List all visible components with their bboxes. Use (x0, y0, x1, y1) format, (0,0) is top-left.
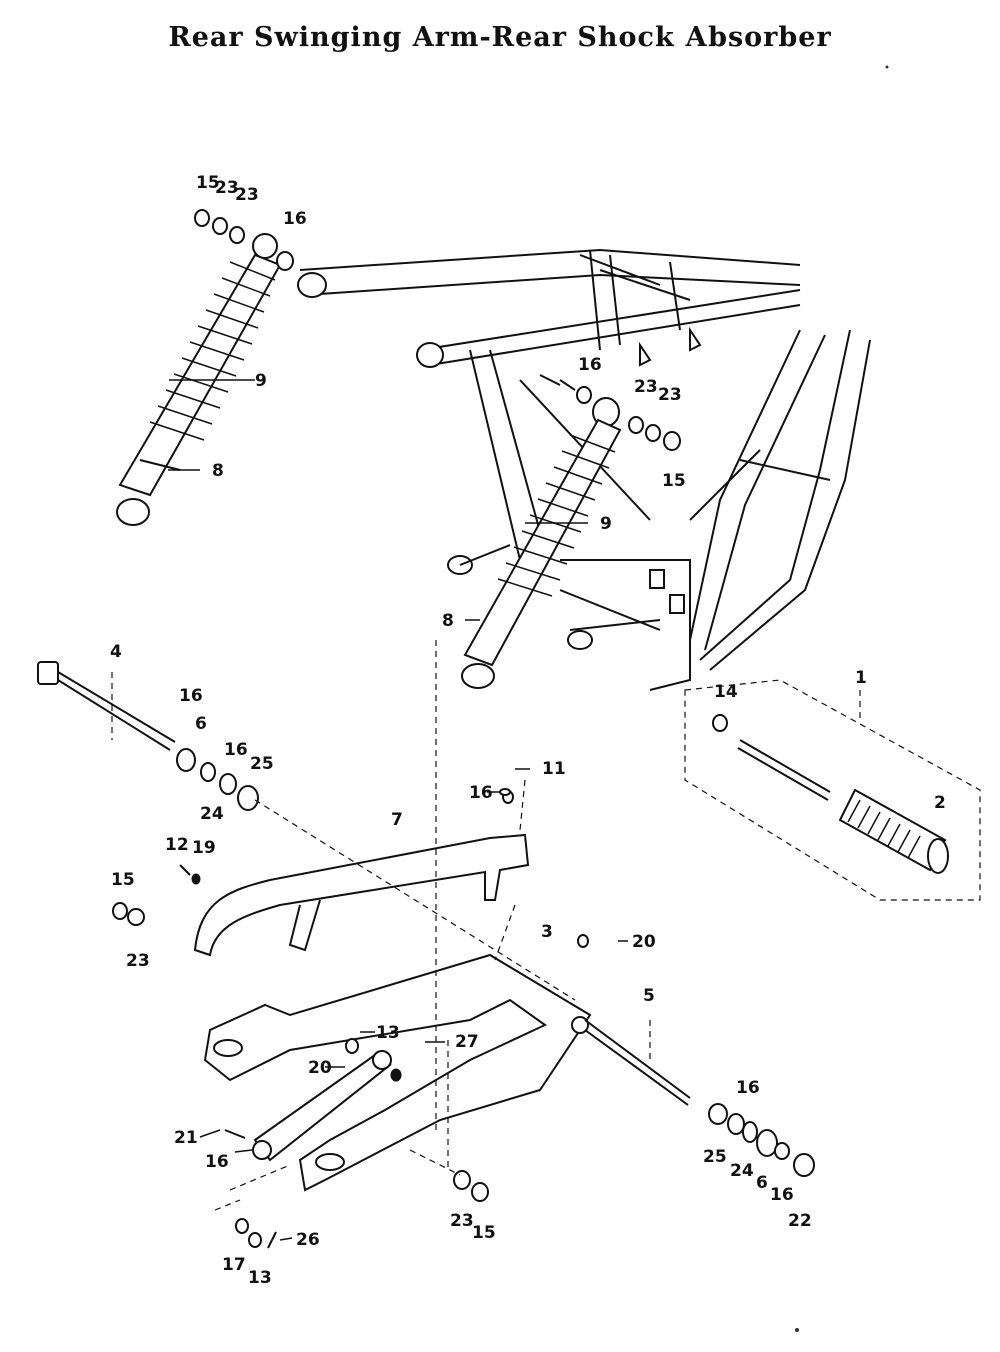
step-assembly-1-outline (684, 679, 981, 901)
callout-2: 2 (934, 793, 946, 813)
callout-11: 11 (542, 759, 566, 779)
callout-23-right-b: 23 (658, 385, 682, 405)
bushing-16-pivot-left-b (219, 773, 237, 795)
callout-25-right: 25 (703, 1147, 727, 1167)
nut-22 (793, 1153, 815, 1177)
callout-15-bottom: 15 (472, 1223, 496, 1243)
callout-16-right-a: 16 (736, 1078, 760, 1098)
callout-19: 19 (192, 838, 216, 858)
callout-12: 12 (165, 835, 189, 855)
callout-1: 1 (855, 668, 867, 688)
callout-8-right: 8 (442, 611, 454, 631)
callout-23-bottom: 23 (450, 1211, 474, 1231)
bushing-16-right (576, 386, 592, 404)
nut-13-bottom (248, 1232, 262, 1248)
frame (297, 248, 871, 691)
callout-14: 14 (714, 682, 738, 702)
washer-16-nipple (499, 788, 511, 796)
nut-20-link (345, 1038, 359, 1054)
washer-6-pivot-left (200, 762, 216, 782)
leader-lines (168, 379, 628, 1241)
screw-12 (179, 864, 191, 876)
callout-23-left: 23 (126, 951, 150, 971)
callout-9-left: 9 (255, 371, 267, 391)
callout-16-pivot-b: 16 (224, 740, 248, 760)
washer-23-bottom (453, 1170, 471, 1190)
bolt-21 (224, 1129, 246, 1139)
torque-link (252, 1050, 392, 1162)
callout-13-bottom: 13 (248, 1268, 272, 1288)
right-shock-absorber (461, 397, 622, 689)
callout-17: 17 (222, 1255, 246, 1275)
callout-16-nipple: 16 (469, 783, 493, 803)
washer-23-right-b (645, 424, 661, 442)
speck-top-right (885, 65, 889, 69)
callout-6-right: 6 (756, 1173, 768, 1193)
callout-8-left: 8 (212, 461, 224, 481)
washer-23-left (127, 908, 145, 926)
callout-16-right-b: 16 (770, 1185, 794, 1205)
callout-24-left: 24 (200, 804, 224, 824)
callout-23-right-a: 23 (634, 377, 658, 397)
swinging-arm-3 (203, 953, 592, 1192)
nut-14 (712, 714, 728, 732)
callout-9-right: 9 (600, 514, 612, 534)
callout-24-right: 24 (730, 1161, 754, 1181)
callout-15-top: 15 (196, 173, 220, 193)
alignment-lines (111, 640, 861, 1211)
callout-6-pivot: 6 (195, 714, 207, 734)
callout-20-right: 20 (632, 932, 656, 952)
callout-15-right: 15 (662, 471, 686, 491)
callout-16-pivot-a: 16 (179, 686, 203, 706)
callout-4: 4 (110, 642, 122, 662)
callout-16-top: 16 (283, 209, 307, 229)
spring-27 (390, 1068, 402, 1082)
chain-guard-7 (193, 833, 530, 957)
callout-26: 26 (296, 1230, 320, 1250)
nut-15-left (112, 902, 128, 920)
callout-16-link: 16 (205, 1152, 229, 1172)
callout-5: 5 (643, 986, 655, 1006)
bushing-16-pivot-left (176, 748, 196, 772)
pivot-shaft-5 (584, 1019, 691, 1106)
callout-22: 22 (788, 1211, 812, 1231)
pivot-bolt-4 (37, 661, 176, 751)
washer-17 (235, 1218, 249, 1234)
nut-19 (191, 873, 201, 885)
washer-24-right (742, 1121, 758, 1143)
callout-labels: 15 23 23 16 9 8 16 23 23 15 9 8 4 16 6 1… (110, 173, 946, 1288)
washer-23-top-left-b (229, 226, 245, 244)
diagram-title: Rear Swinging Arm-Rear Shock Аbsorber (168, 22, 832, 53)
nut-15-right (663, 431, 681, 451)
callout-21: 21 (174, 1128, 198, 1148)
nut-15-bottom (471, 1182, 489, 1202)
bushing-16-right-b (774, 1142, 790, 1160)
nut-15-top-left (194, 209, 210, 227)
washer-23-top-left-a (212, 217, 228, 235)
callout-15-left: 15 (111, 870, 135, 890)
callout-25-left: 25 (250, 754, 274, 774)
left-shock-absorber (116, 233, 282, 526)
collar-25-left (237, 785, 259, 811)
cotter-pin-26 (267, 1231, 277, 1249)
step-rod (737, 739, 831, 801)
washer-6-right (756, 1129, 778, 1157)
washer-23-right-a (628, 416, 644, 434)
bushing-16-right-a (727, 1113, 745, 1135)
callout-23-top-b: 23 (235, 185, 259, 205)
collar-25-right (708, 1103, 728, 1125)
callout-27: 27 (455, 1032, 479, 1052)
callout-23-top-a: 23 (215, 178, 239, 198)
callout-20-link: 20 (308, 1058, 332, 1078)
nut-20-right (577, 934, 589, 948)
speck-bottom (795, 1328, 799, 1332)
step-rubber-2 (838, 788, 949, 874)
callout-16-right: 16 (578, 355, 602, 375)
callout-7: 7 (391, 810, 403, 830)
callout-13-link: 13 (376, 1023, 400, 1043)
bushing-16-top-left (276, 251, 294, 271)
callout-3: 3 (541, 922, 553, 942)
